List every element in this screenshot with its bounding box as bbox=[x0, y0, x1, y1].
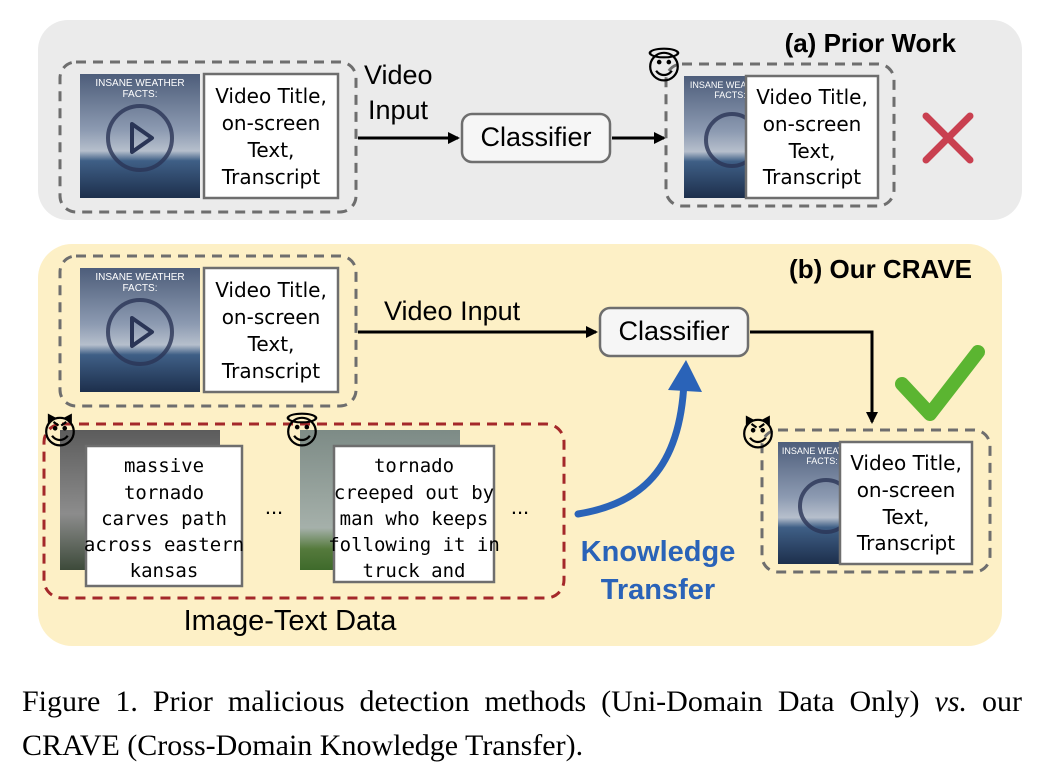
svg-text:kansas: kansas bbox=[130, 560, 199, 582]
svg-text:Text,: Text, bbox=[247, 138, 295, 162]
knowledge-transfer-label: Transfer bbox=[601, 574, 715, 606]
svg-text:Transcript: Transcript bbox=[762, 165, 861, 189]
input-video-group bbox=[58, 254, 358, 408]
sample-text-box bbox=[84, 444, 244, 588]
svg-text:creeped out by: creeped out by bbox=[334, 482, 494, 504]
image-text-data-group bbox=[42, 422, 566, 600]
thumbnail-caption: INSANE WEATHER bbox=[782, 446, 863, 456]
input-video-text: Video Title, on-screen Text, Transcript bbox=[215, 84, 327, 189]
angel-emoji-icon: 😇 bbox=[646, 47, 681, 88]
sample-text-box bbox=[332, 444, 496, 584]
svg-text:man who keeps: man who keeps bbox=[340, 508, 489, 530]
input-video-text-box bbox=[202, 266, 340, 394]
thumbnail-caption: INSANE WEATHER bbox=[95, 272, 184, 283]
input-video-text-box bbox=[202, 72, 340, 200]
svg-text:following it in: following it in bbox=[328, 534, 500, 556]
knowledge-transfer-arrow bbox=[574, 378, 688, 518]
sample-text: tornado creeped out by man who keeps fol… bbox=[328, 455, 500, 582]
caption-text: Figure 1. Prior malicious detection meth… bbox=[22, 685, 935, 718]
output-video-text: Video Title, on-screen Text, Transcript bbox=[850, 451, 962, 555]
arrow-to-output bbox=[750, 330, 878, 424]
image-text-data-label: Image-Text Data bbox=[184, 605, 398, 637]
svg-text:Transcript: Transcript bbox=[221, 165, 320, 189]
image-text-sample: tornado creeped out by man who keeps fol… bbox=[284, 412, 500, 584]
input-video-group bbox=[58, 60, 358, 214]
thumbnail-caption: FACTS: bbox=[806, 456, 838, 466]
input-video-thumbnail: INSANE WEATHER FACTS: bbox=[80, 74, 200, 198]
devil-emoji-icon: 😈 bbox=[42, 413, 77, 453]
svg-text:Video Title,: Video Title, bbox=[756, 85, 868, 109]
thumbnail-caption: FACTS: bbox=[122, 89, 157, 100]
output-video-group bbox=[664, 62, 896, 208]
svg-text:Video Title,: Video Title, bbox=[215, 84, 327, 108]
panel-a: (a) Prior Work INSANE WEATHER FACTS: Vid… bbox=[38, 20, 1022, 220]
svg-text:Video Title,: Video Title, bbox=[850, 451, 962, 475]
arrow-label-video-input: Video Input bbox=[384, 296, 521, 326]
angel-emoji-icon: 😇 bbox=[284, 412, 319, 453]
svg-text:Transcript: Transcript bbox=[221, 359, 320, 383]
svg-text:across eastern: across eastern bbox=[84, 534, 244, 556]
svg-text:on-screen: on-screen bbox=[222, 111, 321, 135]
svg-text:on-screen: on-screen bbox=[222, 305, 321, 329]
classifier-box bbox=[598, 306, 750, 358]
panel-a-title: (a) Prior Work bbox=[785, 28, 957, 58]
check-icon bbox=[895, 345, 985, 421]
ellipsis: ... bbox=[511, 494, 529, 519]
panel-b: (b) Our CRAVE INSANE WEATHER FACTS: Vide… bbox=[38, 244, 1002, 646]
output-video-text-box bbox=[744, 74, 880, 200]
panel-b-title: (b) Our CRAVE bbox=[789, 254, 972, 284]
arrow-label-video: Video bbox=[364, 60, 433, 90]
diagram: (a) Prior Work INSANE WEATHER FACTS: Vid… bbox=[38, 20, 1022, 646]
figure-caption: Figure 1. Prior malicious detection meth… bbox=[22, 680, 1022, 768]
svg-text:on-screen: on-screen bbox=[857, 478, 956, 502]
thumbnail-caption: INSANE WEATHER bbox=[95, 78, 184, 89]
caption-text: our CRAVE (Cross-Domain Knowledge Transf… bbox=[22, 685, 1022, 762]
cross-icon bbox=[922, 112, 974, 164]
output-video-group bbox=[760, 428, 992, 574]
knowledge-transfer-arrowhead bbox=[668, 360, 702, 392]
input-video-text: Video Title, on-screen Text, Transcript bbox=[215, 278, 327, 383]
svg-text:Text,: Text, bbox=[882, 505, 930, 529]
classifier-label: Classifier bbox=[618, 316, 729, 346]
thumbnail-caption: FACTS: bbox=[122, 283, 157, 294]
sample-text: massive tornado carves path across easte… bbox=[84, 455, 244, 582]
devil-emoji-icon: 😈 bbox=[740, 415, 775, 455]
image-text-sample: massive tornado carves path across easte… bbox=[42, 413, 244, 588]
svg-text:on-screen: on-screen bbox=[763, 112, 862, 136]
thumbnail-caption: FACTS: bbox=[714, 90, 746, 100]
svg-text:tornado: tornado bbox=[374, 455, 454, 477]
classifier-box bbox=[460, 112, 612, 164]
classifier-label: Classifier bbox=[480, 122, 591, 152]
output-video-text: Video Title, on-screen Text, Transcript bbox=[756, 85, 868, 189]
svg-text:massive: massive bbox=[124, 455, 204, 477]
knowledge-transfer-label: Knowledge bbox=[581, 536, 736, 568]
caption-vs: vs. bbox=[934, 685, 967, 718]
svg-text:Transcript: Transcript bbox=[856, 531, 955, 555]
play-icon bbox=[106, 298, 174, 366]
arrow-label-input: Input bbox=[368, 95, 429, 125]
svg-text:truck and: truck and bbox=[363, 560, 466, 582]
svg-text:Text,: Text, bbox=[247, 332, 295, 356]
svg-text:tornado: tornado bbox=[124, 482, 204, 504]
output-video-text-box bbox=[838, 440, 974, 566]
thumbnail-caption: INSANE WEATHER bbox=[690, 80, 771, 90]
svg-text:carves path: carves path bbox=[101, 508, 227, 530]
svg-text:Text,: Text, bbox=[788, 139, 836, 163]
input-video-thumbnail: INSANE WEATHER FACTS: bbox=[80, 268, 200, 392]
play-icon bbox=[106, 104, 174, 172]
ellipsis: ... bbox=[265, 494, 283, 519]
svg-text:Video Title,: Video Title, bbox=[215, 278, 327, 302]
